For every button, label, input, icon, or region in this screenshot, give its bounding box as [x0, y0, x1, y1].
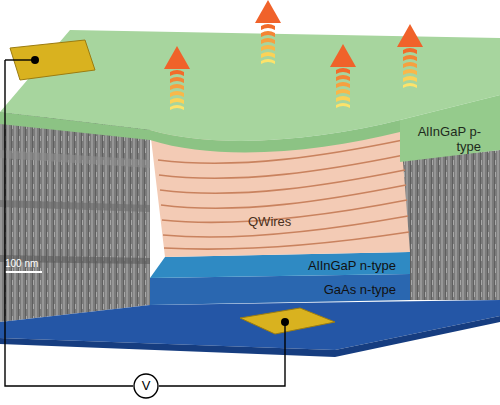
gaas-layer: [150, 274, 410, 305]
qwire-band: QWires: [160, 130, 400, 254]
layer-label: QWires: [248, 214, 328, 229]
light-arrow: [397, 24, 423, 88]
layer-label: AlInGaP n-type: [246, 258, 396, 273]
layer-label: V: [133, 378, 159, 393]
light-arrow: [255, 0, 281, 64]
light-arrow: [164, 46, 190, 110]
qwire-stripes: [158, 140, 409, 249]
bottom-contact: [240, 308, 335, 334]
p-layer-side: [400, 95, 500, 162]
gaas-band: GaAs n-type: [150, 276, 410, 348]
wire: [5, 59, 35, 60]
light-arrow: [330, 44, 356, 108]
wire: [284, 322, 285, 348]
circuit-wire: [5, 60, 133, 386]
sem-left-face: [0, 112, 150, 322]
circuit-wire: [159, 348, 285, 386]
scale-label: 100 nm: [5, 258, 38, 270]
scale-bar: [5, 271, 42, 273]
voltmeter-circle: V: [133, 373, 159, 399]
layer-label: AlInGaP p-type: [415, 124, 481, 154]
p-layer-band: AlInGaP p-type: [5, 30, 495, 170]
layer-label: GaAs n-type: [246, 282, 396, 297]
n-layer-band: AlInGaP n-type: [180, 255, 410, 276]
sem-right-face: [400, 150, 500, 300]
